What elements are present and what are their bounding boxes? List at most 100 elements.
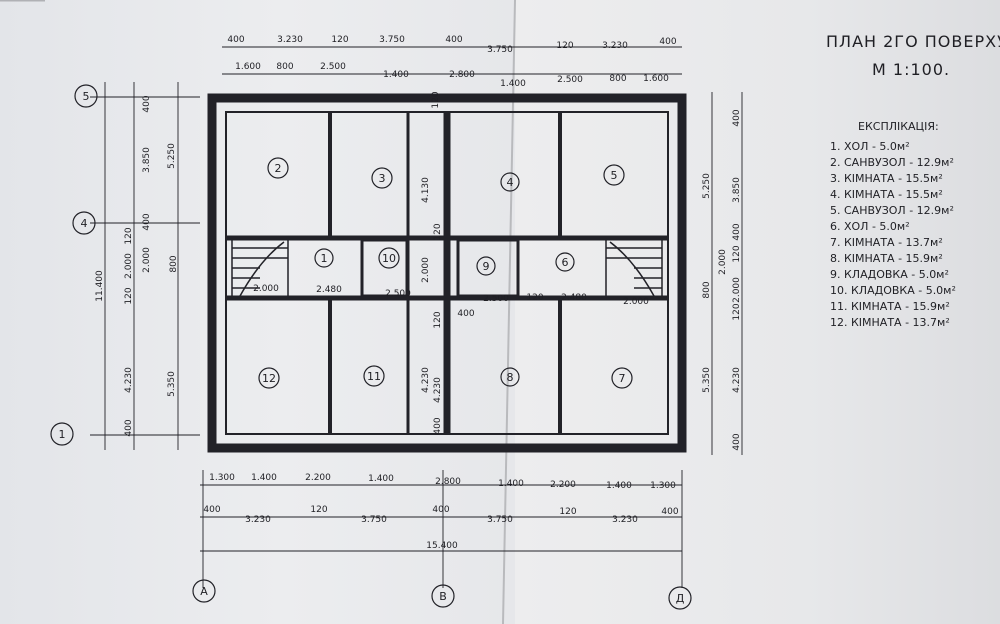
storage-10: [360, 238, 409, 298]
dimension-text: 2.000: [718, 249, 728, 275]
dimension-text: 1.400: [368, 474, 394, 484]
dimension-text: 2.000: [142, 247, 152, 273]
dimension-text: 5.350: [167, 371, 177, 397]
dimension-text: 120: [433, 223, 443, 240]
dimension-text: 120: [310, 505, 327, 515]
dimension-text: 120: [124, 287, 134, 304]
dimension-text: 3.750: [487, 515, 513, 525]
room-number: 3: [379, 172, 386, 185]
paper-fold: [502, 0, 516, 624]
dimension-total: 15.400: [426, 541, 458, 551]
legend: ЕКСПЛІКАЦІЯ: 1. ХОЛ - 5.0м² 2. САНВУЗОЛ …: [830, 120, 956, 329]
dimension-text: 120: [526, 293, 543, 303]
room-number: 10: [382, 252, 396, 265]
dimension-text: 2.000: [253, 284, 279, 294]
room-number: 7: [619, 372, 626, 385]
dimension-text: 3.230: [245, 515, 271, 525]
dimension-text: 400: [661, 507, 678, 517]
axis-bubbles: [50, 84, 692, 610]
axis-label: 5: [83, 90, 90, 103]
stair-right: [605, 237, 663, 299]
dimension-lines: [90, 46, 743, 588]
dimension-text: 11.400: [95, 270, 105, 302]
dimension-text: 2.200: [550, 480, 576, 490]
legend-item: 9. КЛАДОВКА - 5.0м²: [830, 268, 949, 281]
legend-item: 10. КЛАДОВКА - 5.0м²: [830, 284, 956, 297]
dimension-text: 1.400: [500, 79, 526, 89]
room-number: 12: [262, 372, 276, 385]
dimension-text: 2.500: [557, 75, 583, 85]
dimension-text: 5.250: [702, 173, 712, 199]
dimension-text: 1.400: [606, 481, 632, 491]
dim-left: 11.400 5.250 5.350 400 3.850 400 2.000 8…: [95, 95, 179, 436]
dimension-text: 4.230: [421, 367, 431, 393]
dimension-text: 3.850: [732, 177, 742, 203]
dimension-text: 800: [702, 281, 712, 298]
dimension-text: 1.400: [498, 479, 524, 489]
dimension-text: 120: [732, 245, 742, 262]
dimension-text: 2.000: [421, 257, 431, 283]
dimension-text: 3.750: [487, 45, 513, 55]
dimension-text: 5.250: [167, 143, 177, 169]
dimension-text: 120: [559, 507, 576, 517]
dimension-text: 3.850: [142, 147, 152, 173]
dimension-text: 3.230: [612, 515, 638, 525]
dim-bottom-row1: 1.300 1.400 2.200 1.400 2.800 1.400 2.20…: [209, 473, 676, 491]
room-number: 6: [562, 256, 569, 269]
legend-item: 2. САНВУЗОЛ - 12.9м²: [830, 156, 954, 169]
room-markers: [258, 157, 633, 389]
dimension-text: 400: [433, 417, 443, 434]
legend-item: 1. ХОЛ - 5.0м²: [830, 140, 910, 153]
dimension-text: 2.000: [623, 297, 649, 307]
dimension-text: 400: [142, 213, 152, 230]
dimension-text: 400: [142, 95, 152, 112]
dimension-text: 120: [433, 311, 443, 328]
title-line-2: М 1:100.: [872, 60, 950, 79]
outer-wall: [207, 93, 687, 453]
axis-label: 1: [59, 428, 66, 441]
dimension-text: 400: [732, 109, 742, 126]
dimension-text: 1.600: [235, 62, 261, 72]
room-numbers: 1 2 3 4 5 6 7 8 9 10 11 12: [262, 162, 626, 385]
dimension-text: 800: [169, 255, 179, 272]
dimension-text: 800: [609, 74, 626, 84]
legend-item: 3. КІМНАТА - 15.5м²: [830, 172, 943, 185]
room-number: 4: [507, 176, 514, 189]
dimension-text: 2.800: [435, 477, 461, 487]
dimension-text: 4.130: [421, 177, 431, 203]
dimension-text: 400: [227, 35, 244, 45]
plan-title: ПЛАН 2ГО ПОВЕРХУ. М 1:100.: [826, 32, 1000, 79]
legend-heading: ЕКСПЛІКАЦІЯ:: [858, 120, 939, 133]
dimension-text: 120: [556, 41, 573, 51]
dimension-text: 400: [445, 35, 462, 45]
room-number: 9: [483, 260, 490, 273]
dimension-text: 400: [432, 505, 449, 515]
legend-item: 6. ХОЛ - 5.0м²: [830, 220, 910, 233]
legend-item: 5. САНВУЗОЛ - 12.9м²: [830, 204, 954, 217]
dimension-text: 120: [732, 303, 742, 320]
dimension-text: 3.750: [361, 515, 387, 525]
room-number: 1: [321, 252, 328, 265]
plan-drawing: [50, 46, 743, 610]
dimension-text: 3.230: [277, 35, 303, 45]
dimension-text: 2.500: [320, 62, 346, 72]
dimension-text: 400: [457, 309, 474, 319]
dimension-text: 4.230: [433, 377, 443, 403]
legend-item: 12. КІМНАТА - 13.7м²: [830, 316, 950, 329]
dimension-text: 2.500: [385, 289, 411, 299]
dimension-text: 400: [203, 505, 220, 515]
dimension-text: 1.400: [383, 70, 409, 80]
dimension-text: 1.600: [643, 74, 669, 84]
dimension-text: 400: [124, 419, 134, 436]
windows: [246, 94, 648, 452]
dim-right: 5.250 5.350 400 3.850 400 2.000 800 4.23…: [702, 109, 742, 450]
dimension-text: 120: [124, 227, 134, 244]
dimension-text: 3.230: [602, 41, 628, 51]
dimension-text: 400: [732, 433, 742, 450]
dimension-text: 1.300: [209, 473, 235, 483]
dimension-text: 4.230: [732, 367, 742, 393]
dimension-text: 2.200: [305, 473, 331, 483]
dimension-text: 400: [732, 223, 742, 240]
dim-interior: 2.000 2.480 2.500 2.500 2.480 2.000 4.13…: [253, 91, 649, 434]
